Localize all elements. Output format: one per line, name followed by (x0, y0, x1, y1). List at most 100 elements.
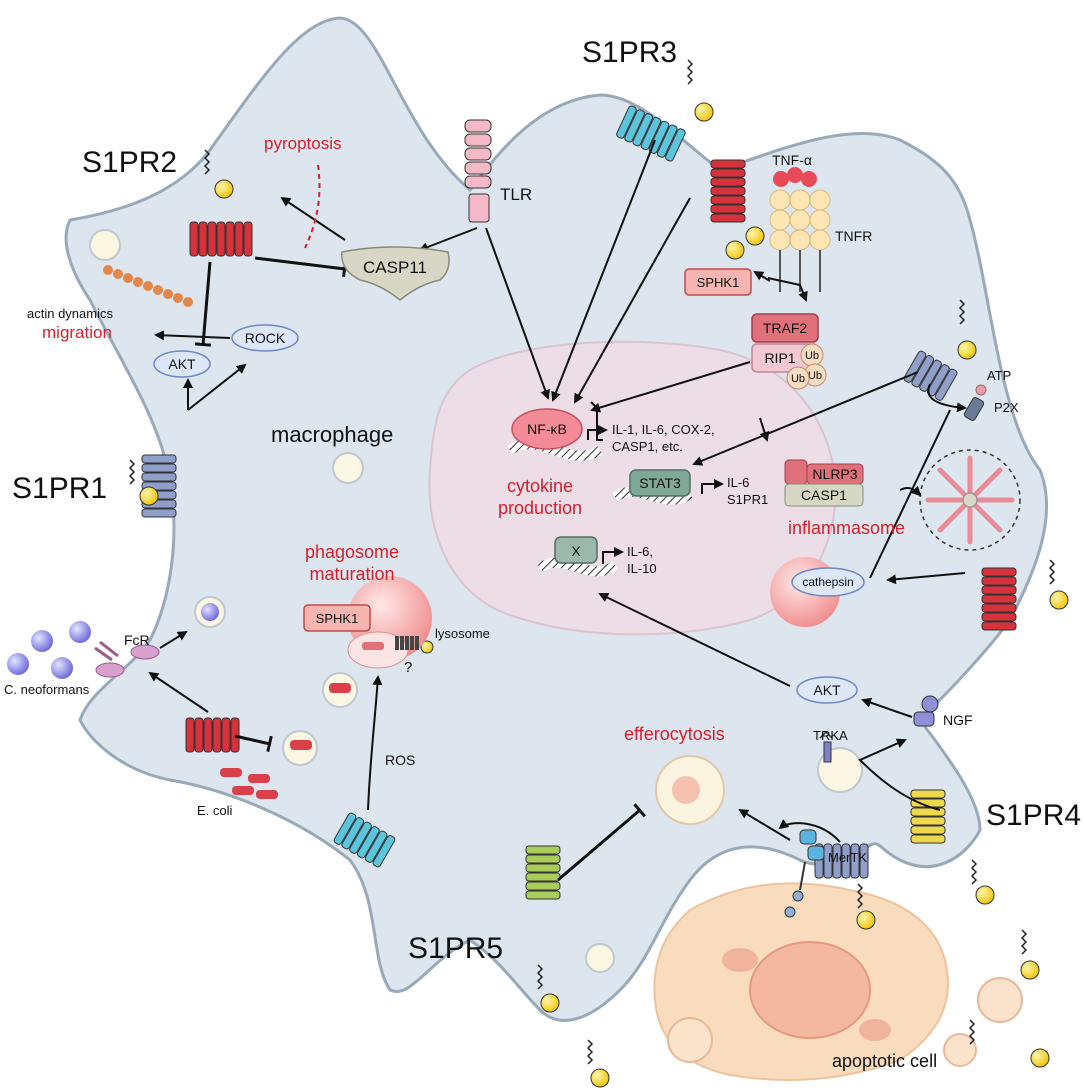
nlrp3-casp1-node: NLRP3 CASP1 (784, 459, 864, 507)
s1p-ligand (1020, 929, 1040, 980)
promoter-x (602, 547, 624, 564)
akt-right-label: AKT (813, 682, 841, 698)
stat3-genes-2: S1PR1 (727, 492, 768, 507)
promoter-nfkb-arrow (587, 425, 608, 440)
phagocytosed-ecoli (329, 683, 351, 693)
s1pr-receptor-cathepsin (981, 567, 1017, 631)
tlr-label: TLR (500, 185, 532, 204)
p2x-label: P2X (994, 400, 1019, 415)
phagosome-label-1: phagosome (305, 542, 399, 562)
nfkb-genes-1: IL-1, IL-6, COX-2, (612, 422, 715, 437)
ecoli-bacteria (220, 768, 278, 799)
casp1-label: CASP1 (801, 487, 847, 503)
s1pr1-title: S1PR1 (12, 472, 107, 505)
ngf-label: NGF (943, 712, 973, 728)
arrow-p2x-stat3 (692, 371, 919, 466)
pyroptosis-dashed-link (304, 164, 321, 249)
s1pr2-title: S1PR2 (82, 146, 177, 179)
engulfed-apoptotic-cell (672, 776, 700, 804)
dna-strand-x (537, 557, 619, 577)
promoter-stat3 (701, 479, 724, 494)
sphk1-phago-label: SPHK1 (316, 611, 359, 626)
tnfa-label: TNF-α (772, 152, 812, 168)
arrow-s1pr1-rock (187, 363, 247, 411)
x-genes-2: IL-10 (627, 561, 657, 576)
lysosome-label: lysosome (435, 626, 490, 641)
mertk-label: MerTK (828, 850, 867, 865)
s1p-ligand (1048, 559, 1069, 610)
arrow-receptor-mertk (778, 819, 841, 843)
actin-dynamics-label: actin dynamics (27, 306, 113, 321)
vesicle (332, 452, 364, 484)
stat3-node: STAT3 (629, 469, 691, 497)
promoter-nfkb (590, 401, 603, 441)
s1pr3-title: S1PR3 (582, 36, 677, 69)
sphk1-top-node: SPHK1 (684, 268, 752, 296)
actin-filament (103, 265, 193, 307)
tnfr-label: TNFR (835, 228, 872, 244)
p2x-channel (963, 397, 985, 421)
s1pr3-receptor-red (710, 159, 746, 223)
ngf-ligand (913, 695, 939, 727)
inhibit-s1pr2-casp11 (254, 256, 347, 278)
mertk-receptor (784, 829, 825, 918)
s1p-ligand (420, 640, 434, 654)
inflammasome-complex (919, 449, 1021, 551)
tlr-receptor (464, 119, 492, 223)
arrow-receptor-cathepsin (886, 572, 966, 585)
tnf-alpha-trimer (773, 167, 817, 187)
pyroptosis-label: pyroptosis (264, 134, 341, 153)
arrow-akt-x (598, 592, 791, 687)
inhibit-s1pr5-efferocytosis (557, 803, 646, 882)
s1p-ligand (957, 299, 977, 360)
phagocytosed-ecoli (290, 740, 312, 750)
arrow-tlr-nfkb (485, 227, 550, 400)
arrow-tlr-casp11 (418, 227, 478, 252)
arrow-ros-phagosome (367, 675, 383, 811)
s1p-ligand (968, 1019, 1050, 1068)
arrow-s1pr4-ngf (858, 738, 941, 811)
apoptotic-body (667, 1017, 713, 1063)
tnfr-receptor (769, 189, 831, 292)
akt-left-node: AKT (153, 350, 211, 378)
cathepsin-label: cathepsin (802, 575, 853, 589)
pathway-arrows (148, 139, 967, 882)
x-node: X (554, 536, 598, 564)
efferocytosis-label: efferocytosis (624, 724, 725, 744)
ub3-label: Ub (791, 373, 805, 385)
cryptococcus-cells (7, 621, 91, 679)
s1pr2-receptor-phagocytosis (185, 717, 240, 753)
arrow-casp11-pyroptosis (280, 196, 346, 241)
arrow-to-inflammasome (759, 417, 770, 442)
s1p-ligand (203, 149, 234, 199)
phagosome-label-2: maturation (309, 564, 394, 584)
traf2-label: TRAF2 (763, 320, 808, 336)
nfkb-genes-2: CASP1, etc. (612, 439, 683, 454)
inhibit-s1pr2-akt (194, 261, 212, 347)
rock-label: ROCK (245, 330, 286, 346)
arrow-rock-migration (154, 330, 231, 341)
fcr-label: FcR (124, 632, 150, 648)
s1p-ligand (128, 459, 159, 506)
s1pr5-receptor (525, 845, 561, 900)
s1pr2-receptor (189, 221, 253, 257)
akt-right-node: AKT (796, 676, 858, 704)
arrow-tnfr-traf2 (767, 277, 808, 302)
apoptotic-cell-group (653, 882, 1023, 1081)
mitochondrion (722, 948, 758, 972)
s1pr3-receptor-cyan (616, 105, 686, 162)
s1pr-receptor-mertk (814, 843, 869, 879)
apoptotic-cell-label: apoptotic cell (832, 1051, 937, 1071)
arrow-sphk1-s1pr3 (753, 270, 771, 282)
s1pr1-receptor (141, 454, 177, 518)
akt-left-label: AKT (168, 356, 196, 372)
line-cathepsin-p2x (869, 409, 951, 579)
vesicle (89, 229, 121, 261)
sphk1-phago-node: SPHK1 (303, 604, 371, 632)
s1p-ligand (686, 59, 714, 122)
arrow-s1pr2-fcr (148, 671, 209, 713)
phagosome-bacterium (362, 642, 384, 650)
macrophage-label: macrophage (271, 422, 393, 447)
ubiquitin-chain: Ub Ub Ub (786, 343, 827, 390)
